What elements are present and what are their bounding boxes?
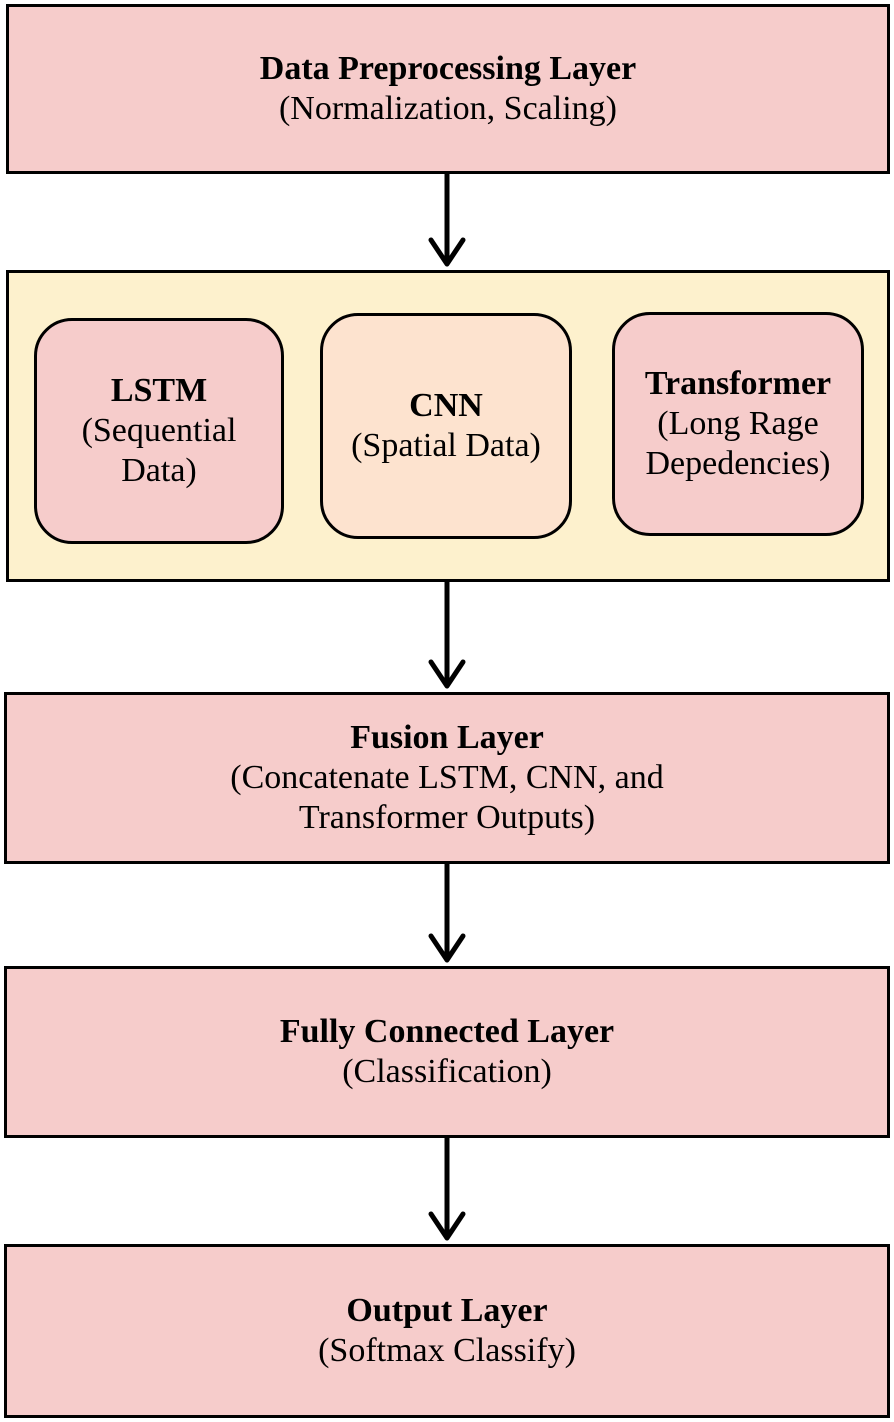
arrow-preprocessing-to-models	[428, 171, 466, 267]
transformer-subtitle-line2: Depedencies)	[645, 445, 831, 482]
lstm-title: LSTM	[110, 372, 208, 409]
cnn-box: CNN (Spatial Data)	[320, 313, 572, 539]
fusion-layer-subtitle-line2: Transformer Outputs)	[298, 799, 596, 836]
transformer-subtitle-line1: (Long Rage	[657, 405, 819, 442]
cnn-title: CNN	[409, 387, 483, 424]
cnn-subtitle: (Spatial Data)	[351, 427, 541, 464]
output-layer-subtitle: (Softmax Classify)	[318, 1332, 576, 1369]
fusion-layer-subtitle-line1: (Concatenate LSTM, CNN, and	[230, 759, 664, 796]
transformer-title: Transformer	[644, 365, 832, 402]
lstm-box: LSTM (Sequential Data)	[34, 318, 284, 544]
fully-connected-layer-subtitle: (Classification)	[342, 1053, 552, 1090]
output-layer-title: Output Layer	[346, 1292, 548, 1329]
arrow-fusion-to-fully-connected	[428, 861, 466, 963]
output-layer-box: Output Layer (Softmax Classify)	[4, 1244, 890, 1418]
data-preprocessing-layer-title: Data Preprocessing Layer	[259, 50, 637, 87]
fusion-layer-title: Fusion Layer	[350, 719, 544, 756]
data-preprocessing-layer-subtitle: (Normalization, Scaling)	[278, 90, 617, 127]
fusion-layer-box: Fusion Layer (Concatenate LSTM, CNN, and…	[4, 692, 890, 864]
lstm-subtitle-line1: (Sequential	[81, 412, 237, 449]
arrow-models-to-fusion	[428, 579, 466, 689]
lstm-subtitle-line2: Data)	[121, 452, 197, 489]
data-preprocessing-layer-box: Data Preprocessing Layer (Normalization,…	[6, 4, 890, 174]
arrow-fully-connected-to-output	[428, 1135, 466, 1241]
transformer-box: Transformer (Long Rage Depedencies)	[612, 312, 864, 536]
fully-connected-layer-title: Fully Connected Layer	[279, 1013, 615, 1050]
fully-connected-layer-box: Fully Connected Layer (Classification)	[4, 966, 890, 1138]
